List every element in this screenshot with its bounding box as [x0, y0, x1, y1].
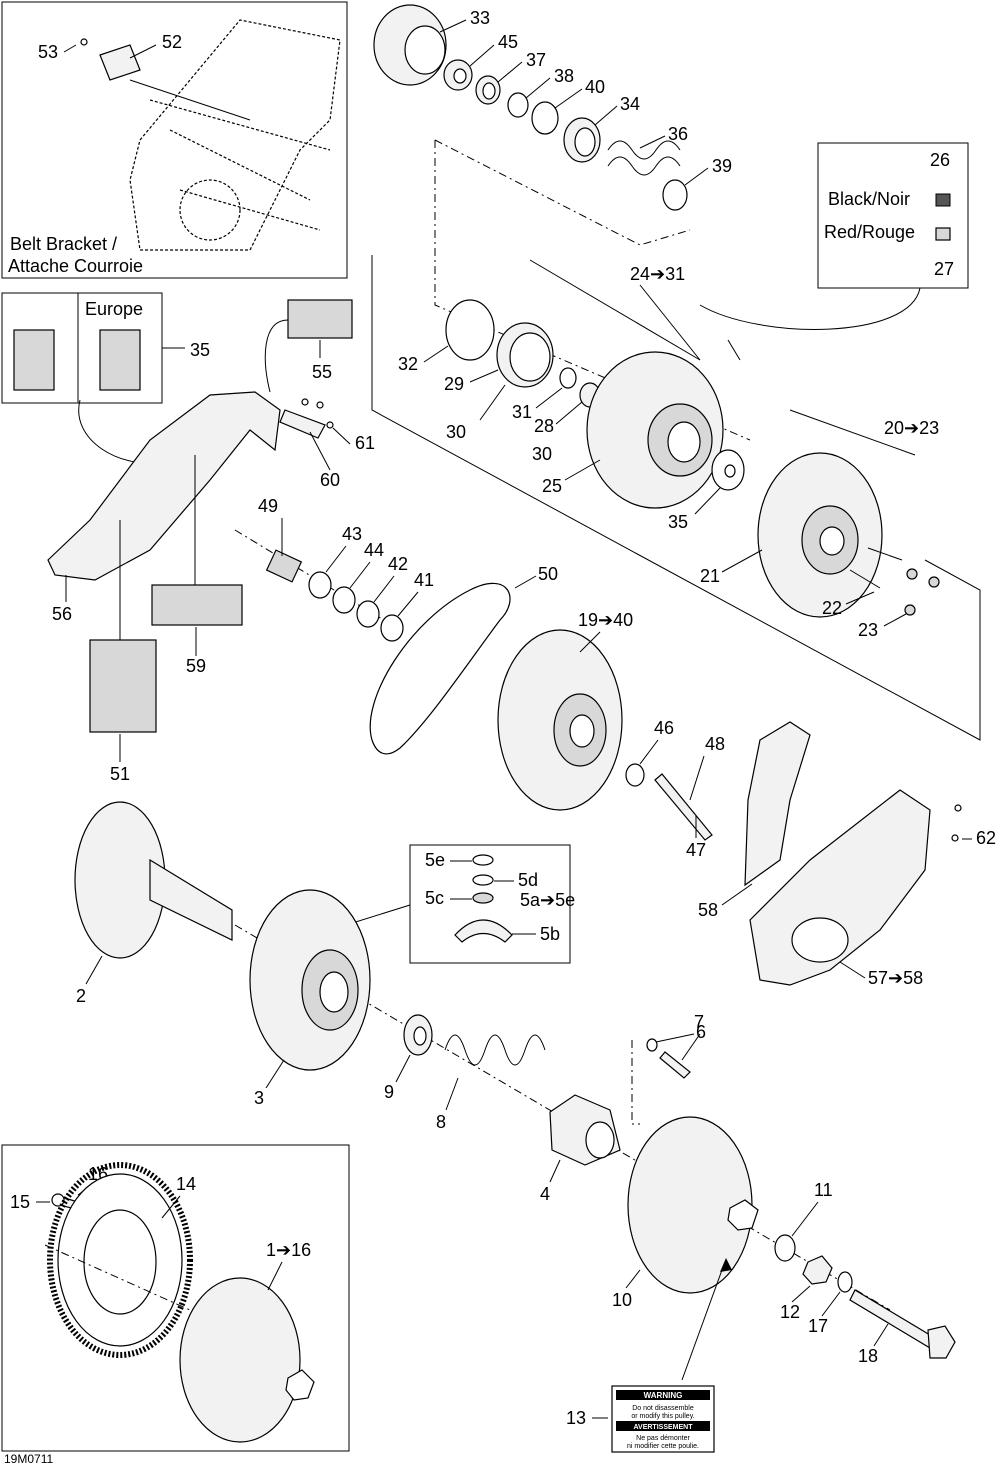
callout-42: 42 — [388, 554, 408, 574]
avert-title: AVERTISSEMENT — [634, 1424, 694, 1431]
europe-labels-box: Europe 35 — [1, 292, 210, 404]
warning-label-13: WARNING Do not disassemble or modify thi… — [566, 1385, 715, 1453]
callout-45: 45 — [498, 32, 518, 52]
belt-bracket-inset: 53 52 Belt Bracket / Attache Courroie — [1, 1, 348, 279]
guard-cover: 62 58 57➔58 — [698, 721, 996, 988]
diagram-code: 19M0711 — [4, 1452, 53, 1466]
callout-35: 35 — [668, 512, 688, 532]
callout-17: 17 — [808, 1316, 828, 1336]
callout-34: 34 — [620, 94, 640, 114]
callout-50: 50 — [538, 564, 558, 584]
callout-59: 59 — [186, 656, 206, 676]
callout-48: 48 — [705, 734, 725, 754]
cam-stack: 33 45 37 38 40 34 36 39 — [373, 4, 751, 441]
callout-61: 61 — [355, 433, 375, 453]
ring-gear-box: 15 16 14 1➔16 — [1, 1144, 350, 1452]
callout-37: 37 — [526, 50, 546, 70]
callout-13: 13 — [566, 1408, 586, 1428]
callout-32: 32 — [398, 354, 418, 374]
callout-5a-5e: 5a➔5e — [520, 890, 575, 910]
callout-5b: 5b — [540, 924, 560, 944]
callout-26: 26 — [930, 150, 950, 170]
callout-52: 52 — [162, 32, 182, 52]
callout-30b: 30 — [532, 444, 552, 464]
color-black-label: Black/Noir — [828, 189, 910, 209]
callout-27: 27 — [934, 259, 954, 279]
callout-3: 3 — [254, 1088, 264, 1108]
callout-18: 18 — [858, 1346, 878, 1366]
callout-5e: 5e — [425, 850, 445, 870]
callout-39: 39 — [712, 156, 732, 176]
belt-bracket-part — [80, 38, 141, 81]
europe-title: Europe — [85, 299, 143, 319]
callout-57-58: 57➔58 — [868, 968, 923, 988]
callout-7: 7 — [694, 1012, 704, 1032]
callout-20-23: 20➔23 — [884, 418, 939, 438]
warning-line2: or modify this pulley. — [631, 1413, 694, 1420]
callout-10: 10 — [612, 1290, 632, 1310]
frame-illustration — [129, 19, 341, 251]
callout-8: 8 — [436, 1112, 446, 1132]
callout-44: 44 — [364, 540, 384, 560]
callout-4: 4 — [540, 1184, 550, 1204]
callout-46: 46 — [654, 718, 674, 738]
callout-5c: 5c — [425, 888, 444, 908]
avert-line1: Ne pas démonter — [636, 1435, 690, 1442]
callout-19-40: 19➔40 — [578, 610, 633, 630]
callout-54: 35 — [190, 340, 210, 360]
belt-bracket-title-line1: Belt Bracket / — [10, 234, 117, 254]
callout-1-16: 1➔16 — [266, 1240, 311, 1260]
callout-5d: 5d — [518, 870, 538, 890]
callout-53: 53 — [38, 42, 58, 62]
callout-22: 22 — [822, 598, 842, 618]
callout-41: 41 — [414, 570, 434, 590]
callout-33: 33 — [470, 8, 490, 28]
belt-guard-group: 55 56 61 60 59 51 — [47, 299, 375, 784]
callout-14: 14 — [176, 1174, 196, 1194]
callout-24-31: 24➔31 — [630, 264, 685, 284]
callout-21: 21 — [700, 566, 720, 586]
callout-2: 2 — [76, 986, 86, 1006]
callout-58: 58 — [698, 900, 718, 920]
rollers-box: 5e 5d 5c 5a➔5e 5b — [329, 844, 575, 964]
callout-12: 12 — [780, 1302, 800, 1322]
color-variant-box: 26 Black/Noir Red/Rouge 27 — [699, 142, 969, 330]
callout-36: 36 — [668, 124, 688, 144]
callout-55: 55 — [312, 362, 332, 382]
callout-62: 62 — [976, 828, 996, 848]
callout-30a: 30 — [446, 422, 466, 442]
avert-line2: ni modifier cette poulie. — [627, 1443, 699, 1450]
callout-6: 6 — [696, 1022, 706, 1042]
callout-15: 15 — [10, 1192, 30, 1212]
callout-38: 38 — [554, 66, 574, 86]
callout-9: 9 — [384, 1082, 394, 1102]
callout-51: 51 — [110, 764, 130, 784]
callout-60: 60 — [320, 470, 340, 490]
callout-40: 40 — [585, 77, 605, 97]
callout-31: 31 — [512, 402, 532, 422]
callout-56: 56 — [52, 604, 72, 624]
belt-driven: 50 19➔40 46 48 47 — [369, 564, 725, 860]
drive-pulley-exploded: 2 3 9 8 6 7 4 10 11 12 — [74, 801, 956, 1381]
driven-pulley-group: 24➔31 32 29 30 31 28 30 25 35 20➔23 21 — [371, 255, 981, 741]
callout-43: 43 — [342, 524, 362, 544]
warning-title: WARNING — [644, 1391, 683, 1400]
belt-bracket-title-line2: Attache Courroie — [8, 256, 143, 276]
color-red-label: Red/Rouge — [824, 222, 915, 242]
callout-25: 25 — [542, 476, 562, 496]
callout-49: 49 — [258, 496, 278, 516]
warning-line1: Do not disassemble — [632, 1405, 694, 1412]
callout-23: 23 — [858, 620, 878, 640]
spacer-stack: 49 43 44 42 41 — [234, 496, 434, 642]
callout-11: 11 — [814, 1180, 833, 1200]
callout-47: 47 — [686, 840, 706, 860]
callout-29: 29 — [444, 374, 464, 394]
callout-28: 28 — [534, 416, 554, 436]
